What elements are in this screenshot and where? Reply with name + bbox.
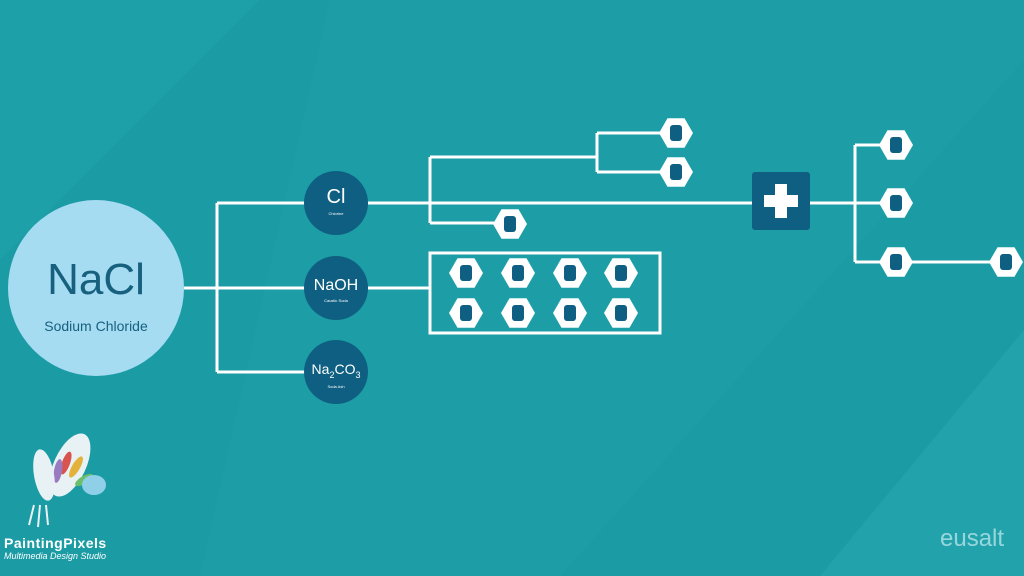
wine-glass-icon (553, 298, 587, 328)
chlorine-name: Chlorine (328, 211, 344, 216)
soap-bottle-icon (604, 258, 638, 288)
connector-lines (184, 131, 990, 374)
spray-bottle-icon (493, 209, 527, 239)
building-blocks-icon (659, 157, 693, 187)
tablets-icon (989, 247, 1023, 277)
syringe-icon (879, 188, 913, 218)
logo-subtitle: Multimedia Design Studio (4, 551, 107, 561)
caustic-soda-node (304, 256, 368, 320)
caustic-soda-name: Caustic Soda (324, 298, 348, 303)
iron-icon (449, 298, 483, 328)
shirt-icon (501, 298, 535, 328)
tools-icon (659, 118, 693, 148)
root-formula: NaCl (47, 255, 145, 304)
pill-capsule-icon (879, 247, 913, 277)
paintbrush-icon (553, 258, 587, 288)
logo-title: PaintingPixels (4, 535, 107, 551)
iv-drip-icon (879, 130, 913, 160)
soda-ash-node (304, 340, 368, 404)
paper-icon (604, 298, 638, 328)
plus-icon (752, 172, 810, 230)
root-name: Sodium Chloride (44, 318, 148, 334)
painting-pixels-logo: PaintingPixels Multimedia Design Studio (4, 425, 116, 575)
caustic-soda-formula: NaOH (313, 277, 359, 294)
chlorine-node (304, 171, 368, 235)
soap-foam-icon (501, 258, 535, 288)
eusalt-logo: eusalt (940, 525, 1005, 552)
soda-ash-name: Soda Ash (327, 384, 345, 389)
vase-icon (449, 258, 483, 288)
chlorine-formula: Cl (326, 186, 346, 208)
nacl-circle (8, 200, 184, 376)
soda-ash-formula: Na2CO3 (311, 361, 361, 380)
